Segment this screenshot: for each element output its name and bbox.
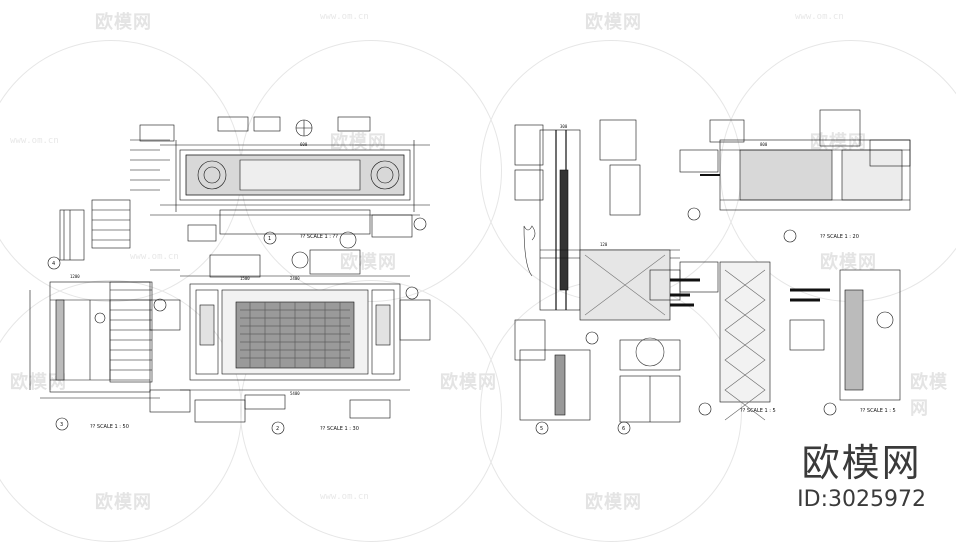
dimension-label: 2400 <box>290 276 300 281</box>
dimension-label: 120 <box>600 242 608 247</box>
section-1 <box>514 119 700 361</box>
detail-4-right <box>789 269 901 416</box>
watermark-url: www.om.cn <box>320 492 369 502</box>
top-plan-view <box>130 116 430 245</box>
detail-tag: 4 <box>52 261 55 267</box>
brand-id: ID:3025972 <box>797 487 926 512</box>
watermark-text: 欧模网 <box>440 372 497 393</box>
watermark-url: www.om.cn <box>10 136 59 146</box>
detail-4-left <box>47 199 131 270</box>
detail-3 <box>679 261 771 421</box>
dimension-label: 600 <box>300 142 308 147</box>
scale-label: ?? SCALE 1 : 5 <box>860 408 896 414</box>
section-2-top <box>679 109 911 243</box>
scale-label: ?? SCALE 1 : 20 <box>820 234 859 240</box>
watermark-text: 欧模网 <box>330 132 387 153</box>
watermark-text: 欧模网 <box>585 12 642 33</box>
watermark-text: 欧模网 <box>10 372 67 393</box>
watermark-url: www.om.cn <box>130 252 179 262</box>
brand-block: 欧模网 ID:3025972 <box>797 440 926 514</box>
dimension-label: 5400 <box>290 391 300 396</box>
dimension-label: 800 <box>760 142 768 147</box>
detail-tag: 1 <box>268 236 271 242</box>
dimension-label: 1500 <box>240 276 250 281</box>
dimension-label: 300 <box>560 124 568 129</box>
dimension-label: 1200 <box>70 274 80 279</box>
detail-tag: 6 <box>622 426 625 432</box>
watermark-url: www.om.cn <box>320 12 369 22</box>
detail-tag: 2 <box>276 426 279 432</box>
detail-5-6 <box>519 337 681 435</box>
scale-label: ?? SCALE 1 : ?? <box>300 234 338 240</box>
elevation-3 <box>29 269 180 431</box>
watermark-text: 欧模网 <box>95 492 152 513</box>
watermark-text: 欧模网 <box>340 252 397 273</box>
watermark-text: 欧模网 <box>95 12 152 33</box>
detail-tag: 3 <box>60 422 63 428</box>
scale-label: ?? SCALE 1 : 30 <box>320 426 359 432</box>
watermark-text: 欧模网 <box>910 372 948 419</box>
brand-logo: 欧模网 <box>801 441 922 485</box>
scale-label: ?? SCALE 1 : 50 <box>90 424 129 430</box>
watermark-url: www.om.cn <box>795 12 844 22</box>
watermark-text: 欧模网 <box>820 252 877 273</box>
elevation-2 <box>149 231 431 435</box>
watermark-text: 欧模网 <box>810 132 867 153</box>
detail-tag: 5 <box>540 426 543 432</box>
watermark-text: 欧模网 <box>585 492 642 513</box>
scale-label: ?? SCALE 1 : 5 <box>740 408 776 414</box>
